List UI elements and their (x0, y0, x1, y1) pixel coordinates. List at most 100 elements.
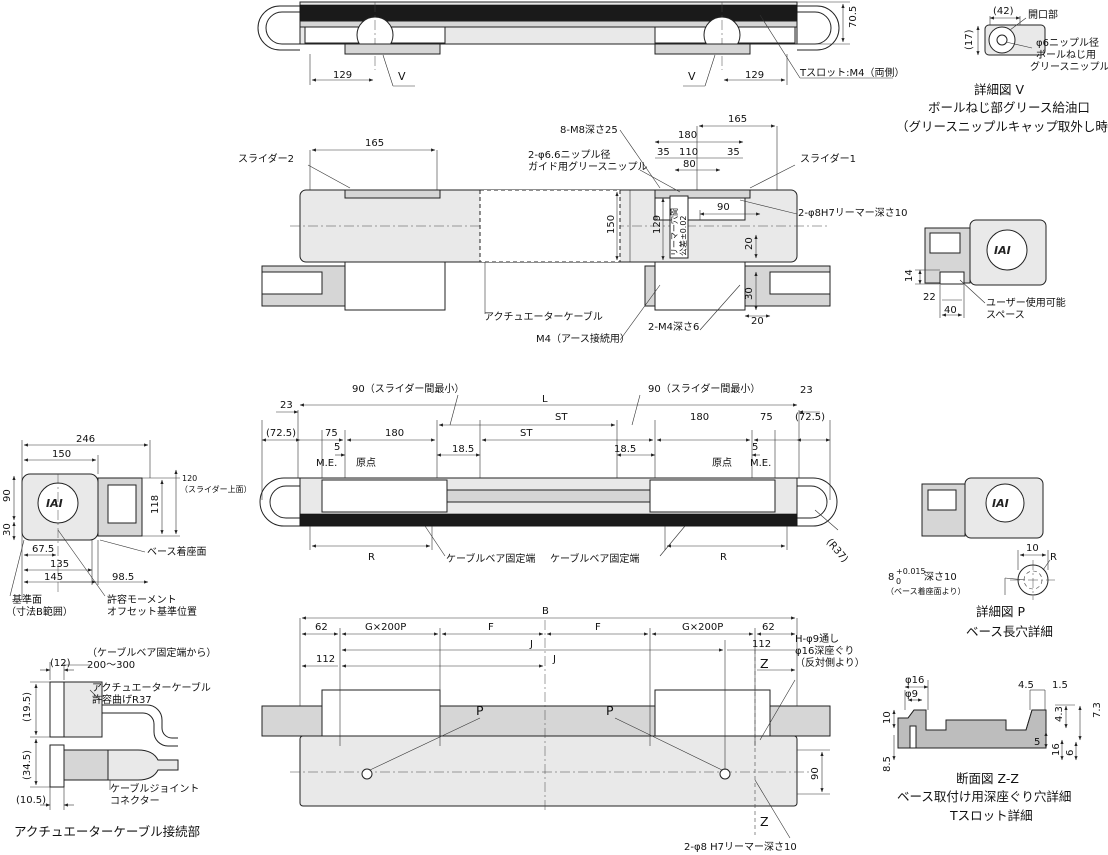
evr-logo: IAI (994, 244, 1011, 257)
evl-145: 145 (44, 572, 63, 583)
zz-16: φ16 (905, 675, 924, 686)
dv-42: (42) (993, 6, 1014, 17)
front-view: 90（スライダー間最小） 90（スライダー間最小） L 23 23 (72.5)… (259, 382, 850, 565)
plan-slider1: スライダー1 (800, 152, 856, 165)
plan-80: 80 (683, 159, 696, 170)
fv-23-left: 23 (280, 400, 293, 411)
fv-cable-fix-right: ケーブルベア固定端 (550, 552, 639, 565)
evr-40: 40 (944, 305, 957, 316)
label-v-left: V (398, 70, 406, 83)
fv-75-right: 75 (760, 412, 773, 423)
cd-from-1: （ケーブルベア固定端から） (87, 646, 216, 659)
fv-180-left: 180 (385, 428, 404, 439)
bv-P-right: P (606, 703, 614, 718)
fv-L: L (542, 394, 548, 405)
cd-34-5: (34.5) (22, 750, 33, 780)
dv-caption-3: （グリースニップルキャップ取外し時） (896, 119, 1108, 134)
dp-logo: IAI (992, 497, 1009, 510)
bv-reamer: 2-φ8 H7リーマー深さ10 (684, 841, 797, 853)
plan-180: 180 (678, 130, 697, 141)
fv-origin-left: 原点 (356, 457, 376, 469)
cd-caption: アクチュエーターケーブル接続部 (14, 824, 200, 839)
fv-72-5-right: (72.5) (795, 412, 825, 423)
plan-35a: 35 (657, 147, 670, 158)
evr-user-space-1: ユーザー使用可能 (986, 296, 1066, 309)
zz-16b: 16 (1051, 743, 1062, 756)
dv-caption-1: 詳細図 V (974, 82, 1024, 97)
fv-5-left: 5 (334, 442, 340, 453)
zz-6: 6 (1065, 750, 1076, 756)
plan-m4-6: 2-M4深さ6 (648, 321, 699, 333)
fv-origin-right: 原点 (712, 457, 732, 469)
dv-nipple-3: グリースニップル (1030, 60, 1108, 73)
bv-Z-top: Z (760, 656, 769, 671)
plan-20a: 20 (744, 237, 755, 250)
plan-m8: 8-M8深さ25 (560, 124, 618, 136)
plan-cable-label: アクチュエーターケーブル (484, 310, 603, 323)
dv-opening: 開口部 (1028, 8, 1058, 21)
evl-slider-top: （スライダー上面） (180, 484, 252, 494)
bv-J-1: J (529, 639, 533, 650)
plan-guide-nipple-2: ガイド用グリースニップル (528, 160, 648, 173)
plan-165-left: 165 (365, 138, 384, 149)
fv-23-right: 23 (800, 385, 813, 396)
fv-18-5-left: 18.5 (452, 444, 474, 455)
bv-Z-bottom: Z (760, 814, 769, 829)
zz-8-5: 8.5 (882, 756, 893, 772)
dim-129-left: 129 (333, 70, 352, 81)
zz-caption-2: ベース取付け用深座ぐり穴詳細 (897, 789, 1071, 804)
cd-12: (12) (50, 658, 71, 669)
bv-62-left: 62 (315, 622, 328, 633)
bottom-view: B 62 G×200P F F G×200P 62 112 J J 112 Z … (261, 606, 865, 853)
zz-caption-1: 断面図 Z-Z (956, 771, 1019, 786)
evl-120: 120 (182, 474, 197, 483)
bv-F-1: F (488, 622, 494, 633)
bv-hole-3: （反対側より） (795, 656, 865, 669)
detail-v: (42) (17) 開口部 φ6ニップル径 ボールねじ用 グリースニップル 詳細… (896, 6, 1108, 134)
fv-st-1: ST (555, 412, 568, 423)
cd-19-5: (19.5) (22, 692, 33, 722)
plan-20b: 20 (751, 316, 764, 327)
plan-165-right: 165 (728, 114, 747, 125)
dp-spec-1: 8 (888, 572, 894, 583)
evl-moment-1: 許容モーメント (107, 593, 177, 606)
fv-180-right: 180 (690, 412, 709, 423)
fv-min-left: 90（スライダー間最小） (352, 382, 464, 395)
dp-R: R (1050, 552, 1057, 563)
fv-75-left: 75 (325, 428, 338, 439)
cd-from-2: 200～300 (87, 660, 135, 671)
evl-ref-1: 基準面 (12, 593, 42, 606)
evl-logo: IAI (46, 497, 63, 510)
fv-st-2: ST (520, 428, 533, 439)
evl-150: 150 (52, 449, 71, 460)
zz-7-3: 7.3 (1092, 702, 1103, 718)
cd-joint-1: ケーブルジョイント (110, 782, 199, 795)
cd-act-2: 許容曲げR37 (92, 693, 152, 706)
dim-70-5: 70.5 (848, 6, 859, 28)
bv-hole-1: H-φ9通し (795, 633, 839, 645)
evr-14: 14 (904, 269, 915, 282)
plan-earth: M4（アース接続用） (536, 332, 630, 345)
dv-17: (17) (964, 29, 975, 50)
dp-caption-1: 詳細図 P (976, 604, 1025, 619)
bv-90: 90 (810, 767, 821, 780)
plan-view: スライダー2 スライダー1 165 165 180 35 110 35 80 8… (238, 114, 908, 345)
dv-nipple-1: φ6ニップル径 (1036, 36, 1099, 49)
evr-user-space-2: スペース (986, 310, 1025, 321)
dp-tol-zero: 0 (896, 577, 901, 586)
dv-nipple-2: ボールねじ用 (1036, 49, 1096, 61)
evl-30: 30 (2, 523, 13, 536)
evl-246: 246 (76, 434, 95, 445)
bv-62-right: 62 (762, 622, 775, 633)
cd-10-5: (10.5) (16, 795, 46, 806)
zz-caption-3: Tスロット詳細 (949, 808, 1033, 823)
fv-5-right: 5 (752, 442, 758, 453)
plan-reamer-box-2: 公差±0.02 (678, 215, 688, 256)
zz-5: 5 (1034, 737, 1040, 748)
bv-g200-left: G×200P (365, 622, 406, 633)
fv-me-left: M.E. (316, 458, 337, 469)
plan-90: 90 (717, 202, 730, 213)
zz-1-5: 1.5 (1052, 680, 1068, 691)
dp-spec-3: （ベース着座面より） (886, 586, 965, 596)
evl-90: 90 (2, 489, 13, 502)
